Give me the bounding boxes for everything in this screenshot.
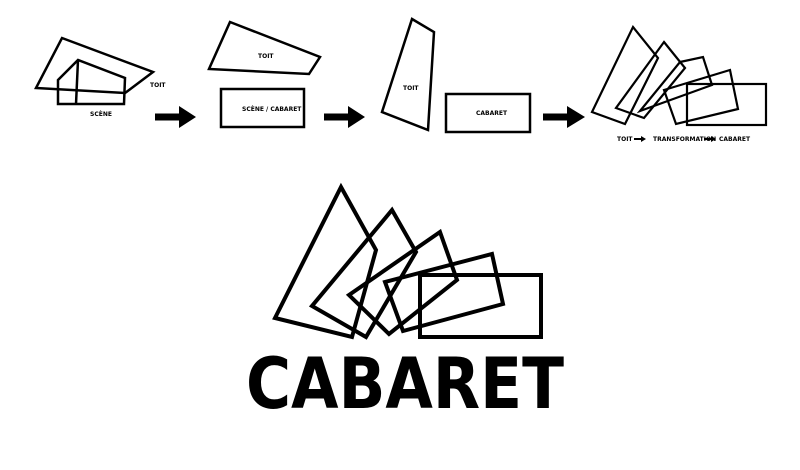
- caption-arrow-1-shaft: [634, 138, 642, 140]
- step2-roof-label: TOIT: [258, 53, 274, 60]
- caption-arrow-2: [704, 136, 716, 142]
- step4-transformation-sequence: [590, 24, 768, 127]
- step3-roof-label: TOIT: [403, 85, 419, 92]
- arrow-1: [155, 106, 196, 128]
- step4-caption-middle: TRANSFORMATION: [653, 136, 716, 143]
- step4-frame-1: [590, 24, 660, 126]
- step1-stage-box: [56, 58, 127, 106]
- step3-stage-label: CABARET: [476, 110, 508, 117]
- logo-frame-4: [382, 251, 506, 334]
- logo-frame-1: [272, 182, 379, 340]
- arrow-1-head: [179, 106, 196, 128]
- caption-arrow-2-head: [711, 136, 716, 142]
- step4-frame-4: [662, 68, 740, 126]
- arrow-2: [324, 106, 365, 128]
- step4-frame-5: [685, 82, 768, 127]
- caption-arrow-2-shaft: [704, 138, 712, 140]
- step1-stage-edge: [74, 59, 80, 105]
- arrow-3: [543, 106, 585, 128]
- step1-roof-and-stage: [33, 36, 156, 106]
- logo-frame-3: [345, 228, 460, 337]
- arrow-3-head: [567, 106, 585, 128]
- step3-roof-shape: [380, 17, 436, 132]
- arrow-2-shaft: [324, 113, 349, 121]
- step4-frame-2: [614, 40, 687, 120]
- step2-stage-box: [219, 87, 306, 129]
- step3-roof-and-cabaret: [380, 17, 532, 134]
- arrow-1-shaft: [155, 113, 180, 121]
- step2-roof-and-stage: [207, 20, 322, 129]
- logo-mark: [272, 182, 543, 340]
- step4-caption-to: CABARET: [719, 136, 751, 143]
- logo-wordmark: CABARET: [246, 343, 564, 425]
- step3-cabaret-box: [444, 92, 532, 134]
- logo-frame-2: [308, 206, 419, 340]
- arrow-2-head: [348, 106, 365, 128]
- logo-frame-5: [418, 273, 543, 339]
- step2-roof-shape: [207, 20, 322, 76]
- caption-arrow-1: [634, 136, 646, 142]
- step2-stage-label: SCÈNE / CABARET: [242, 105, 302, 113]
- arrow-3-shaft: [543, 113, 568, 121]
- step4-caption-from: TOIT: [617, 136, 633, 143]
- step1-stage-label: SCÈNE: [90, 110, 112, 118]
- caption-arrow-1-head: [641, 136, 646, 142]
- step1-roof-label: TOIT: [150, 82, 166, 89]
